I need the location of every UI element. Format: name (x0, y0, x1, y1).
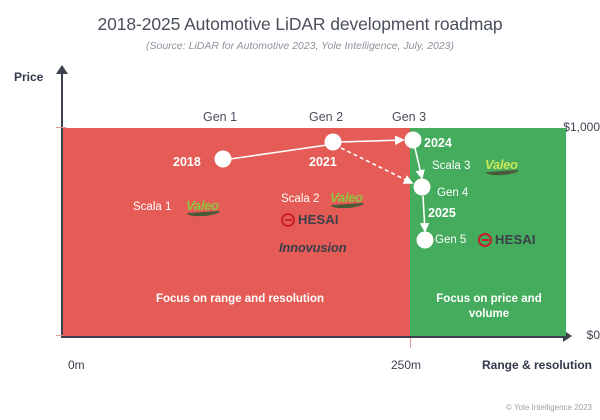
y-axis-line (61, 72, 63, 337)
innovusion-logo-gen2: Innovusion (279, 240, 347, 255)
hesai-mark-icon (281, 212, 295, 227)
hesai-logo-gen2: HESAI (281, 212, 339, 227)
x-tick-label-0m: 0m (68, 358, 85, 372)
region-price-volume (410, 128, 566, 336)
label-year-2025: 2025 (428, 206, 456, 220)
label-year-2024: 2024 (424, 136, 452, 150)
hesai-mark-icon (478, 232, 492, 247)
label-gen5: Gen 5 (435, 234, 467, 246)
y-tick-mark-0 (56, 335, 66, 336)
label-scala2: Scala 2 (281, 193, 320, 205)
node-gen2[interactable] (324, 133, 342, 151)
x-axis-label: Range & resolution (481, 358, 592, 372)
x-axis-arrow-icon (563, 330, 572, 342)
hesai-logo-gen5: HESAI (478, 232, 536, 247)
gen-header-2: Gen 2 (309, 110, 344, 124)
node-gen3[interactable] (404, 131, 422, 149)
x-axis-line (61, 336, 566, 338)
y-tick-label-0: $0 (586, 328, 600, 342)
valeo-logo-gen2: Valeo (330, 190, 364, 210)
y-tick-label-1000: $1,000 (563, 120, 600, 134)
node-gen4[interactable] (413, 178, 431, 196)
label-year-2018: 2018 (173, 155, 201, 169)
y-axis-label: Price (14, 70, 44, 84)
valeo-logo-text: Valeo (485, 157, 518, 172)
x-tick-mark-250m (410, 338, 411, 348)
x-tick-label-250m: 250m (391, 358, 422, 372)
region-caption-range-resolution: Focus on range and resolution (155, 293, 325, 305)
gen-header-3: Gen 3 (392, 110, 427, 124)
valeo-logo-gen3: Valeo (485, 157, 519, 177)
valeo-logo-text: Valeo (186, 198, 219, 213)
node-gen1[interactable] (214, 150, 232, 168)
y-axis-arrow-icon (56, 65, 68, 74)
gen-header-1: Gen 1 (203, 110, 238, 124)
label-gen4: Gen 4 (437, 187, 469, 199)
label-scala1: Scala 1 (133, 201, 172, 213)
region-caption-price-volume: Focus on price and volume (436, 293, 542, 320)
hesai-logo-text: HESAI (495, 232, 536, 247)
node-gen5[interactable] (416, 231, 434, 249)
valeo-logo-text: Valeo (330, 190, 363, 205)
y-tick-mark-1000 (56, 127, 66, 128)
copyright-credit: © Yole Intelligence 2023 (506, 403, 592, 412)
chart-source-subtitle: (Source: LiDAR for Automotive 2023, Yole… (146, 40, 454, 52)
label-scala3: Scala 3 (432, 160, 471, 172)
valeo-logo-gen1: Valeo (186, 198, 220, 218)
page-title: 2018-2025 Automotive LiDAR development r… (97, 14, 503, 34)
hesai-logo-text: HESAI (298, 212, 339, 227)
label-year-2021: 2021 (309, 155, 337, 169)
